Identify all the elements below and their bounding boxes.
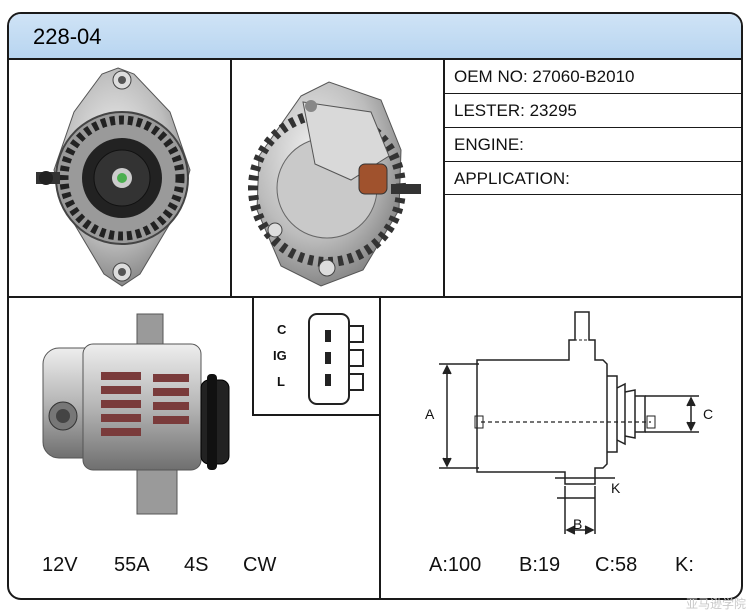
connector-box-border	[252, 414, 381, 416]
rotation: CW	[243, 554, 277, 576]
dim-label-b: B	[573, 516, 583, 532]
divider	[445, 93, 741, 94]
connector-box-border	[252, 298, 254, 416]
connector-diagram	[308, 313, 364, 405]
application-field: APPLICATION:	[454, 169, 570, 188]
title-bar: 228-04	[9, 14, 741, 60]
pin-label-c: C	[277, 322, 287, 337]
dim-label-c: C	[703, 406, 714, 422]
watermark: 亚马逊学院	[685, 597, 746, 611]
alternator-rear-photo	[248, 81, 421, 287]
lester-number: LESTER: 23295	[454, 101, 577, 120]
dimension-b: B:19	[519, 554, 561, 576]
dim-label-a: A	[425, 406, 435, 422]
alternator-side-photo	[42, 313, 230, 515]
product-card: 228-04 OEM NO: 27060-B2010 LESTER: 23295…	[7, 12, 743, 600]
divider	[445, 127, 741, 128]
divider	[230, 60, 232, 298]
divider	[379, 296, 381, 598]
engine-field: ENGINE:	[454, 135, 524, 154]
alternator-front-photo	[36, 67, 191, 287]
dimension-k: K:	[675, 554, 694, 576]
divider	[445, 194, 741, 195]
amperage: 55A	[114, 554, 150, 576]
dimension-a: A:100	[429, 554, 482, 576]
oem-number: OEM NO: 27060-B2010	[454, 67, 635, 86]
dimension-c: C:58	[595, 554, 638, 576]
divider	[443, 60, 445, 298]
voltage: 12V	[42, 554, 78, 576]
divider	[445, 161, 741, 162]
dim-label-k: K	[611, 480, 621, 496]
pin-label-l: L	[277, 374, 285, 389]
part-number: 228-04	[33, 24, 102, 49]
divider	[9, 296, 741, 298]
pin-label-ig: IG	[273, 348, 287, 363]
dimension-drawing	[439, 311, 699, 535]
pulley-grooves: 4S	[184, 554, 209, 576]
